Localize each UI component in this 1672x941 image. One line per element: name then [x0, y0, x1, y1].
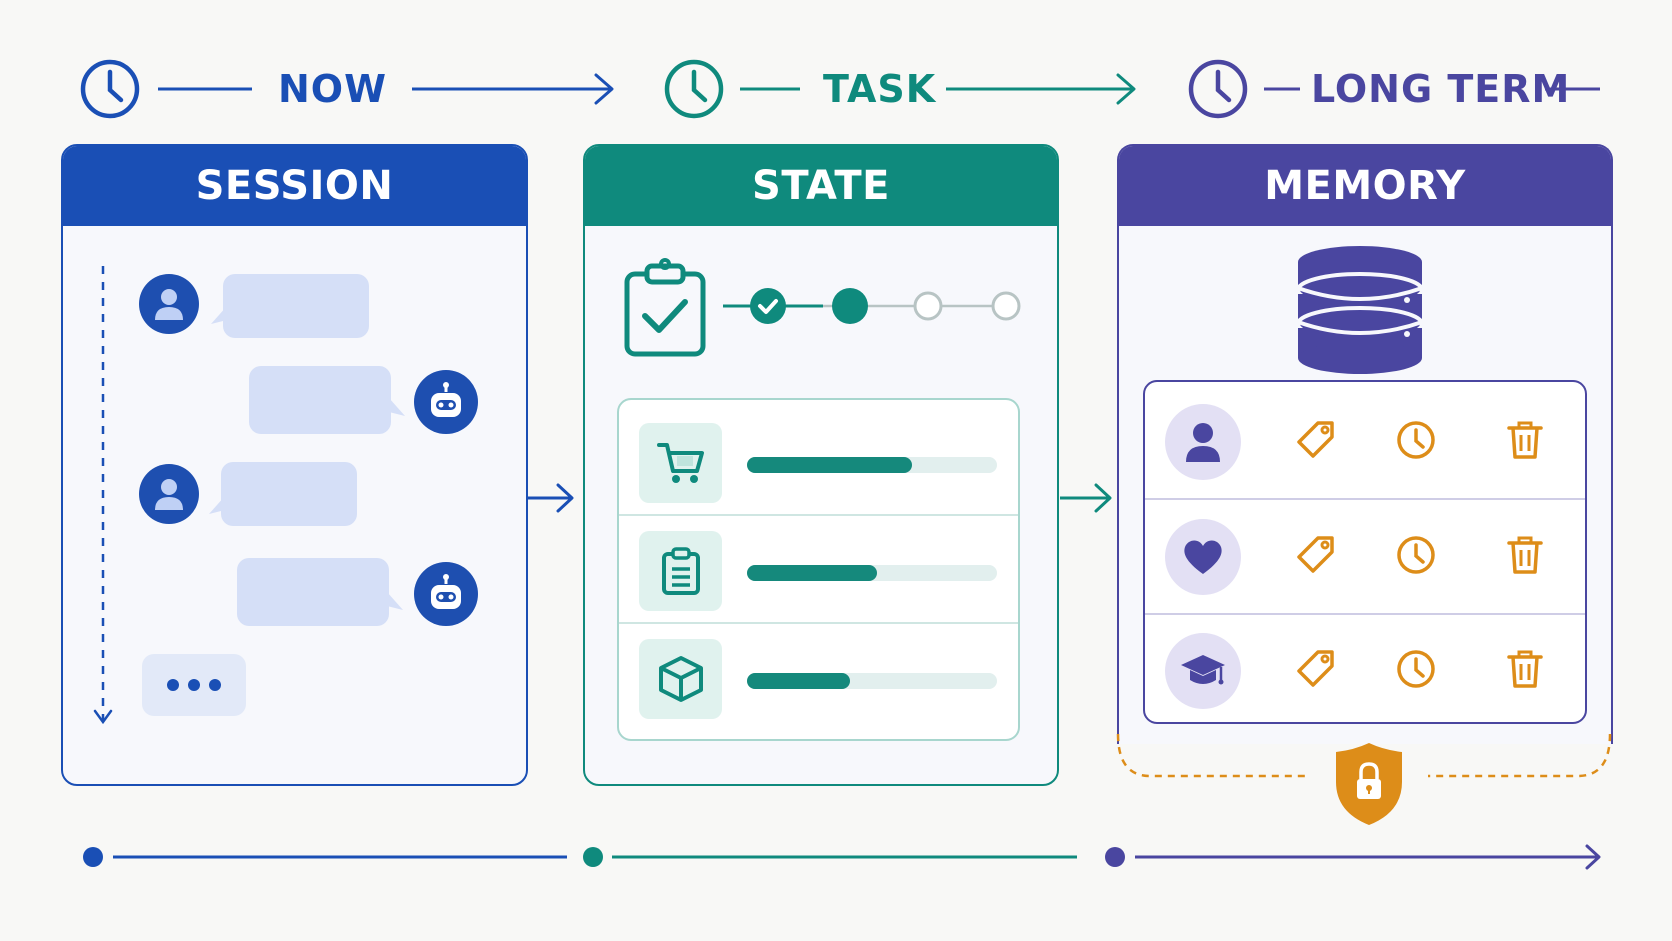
state-progress-track	[747, 673, 997, 689]
box-icon	[658, 656, 703, 702]
typing-indicator	[142, 654, 246, 716]
session-title: SESSION	[63, 146, 526, 226]
step-done	[750, 288, 786, 324]
typing-dot	[167, 679, 179, 691]
step-pending	[991, 291, 1021, 321]
trash-icon[interactable]	[1505, 535, 1545, 575]
memory-row	[1145, 497, 1585, 612]
arrow-head-icon	[1116, 73, 1136, 105]
row-divider	[619, 514, 1018, 516]
state-progress-track	[747, 565, 997, 581]
state-item-icon-box	[639, 423, 722, 503]
session-to-state-arrow	[528, 483, 574, 513]
tag-icon[interactable]	[1296, 535, 1336, 575]
timeline-node	[1105, 847, 1125, 867]
bubble-tail	[209, 496, 225, 514]
state-item-icon-box	[639, 531, 722, 611]
robot-icon	[431, 382, 461, 417]
state-title: STATE	[585, 146, 1057, 226]
user-message-bubble	[223, 274, 369, 338]
graduation-cap-icon	[1181, 655, 1225, 685]
clock-icon	[1188, 59, 1248, 119]
timeline-node	[83, 847, 103, 867]
bottom-timeline	[83, 844, 1601, 870]
memory-avatar	[1165, 519, 1241, 595]
bot-avatar	[414, 370, 478, 434]
user-icon	[155, 479, 183, 510]
long-term-label: LONG TERM	[1311, 67, 1571, 111]
state-items-card	[617, 398, 1020, 741]
state-item-row	[619, 616, 1018, 723]
now-label: NOW	[278, 67, 388, 111]
state-to-memory-arrow	[1060, 483, 1112, 513]
memory-secure-boundary	[1116, 733, 1612, 825]
bot-message-bubble	[249, 366, 391, 434]
trash-icon[interactable]	[1505, 649, 1545, 689]
row-divider	[619, 622, 1018, 624]
session-flow-arrow	[93, 266, 113, 725]
trash-icon[interactable]	[1505, 420, 1545, 460]
clipboard-list-icon	[661, 547, 700, 595]
clock-icon	[664, 59, 724, 119]
clock-icon[interactable]	[1396, 420, 1436, 460]
step-pending	[913, 291, 943, 321]
clock-icon[interactable]	[1396, 649, 1436, 689]
bot-avatar	[414, 562, 478, 626]
memory-row	[1145, 611, 1585, 722]
typing-dot	[188, 679, 200, 691]
state-item-icon-box	[639, 639, 722, 719]
shopping-cart-icon	[656, 443, 704, 483]
state-panel: STATE	[583, 144, 1059, 786]
state-progress-fill	[747, 673, 850, 689]
user-message-bubble	[221, 462, 357, 526]
step-current	[832, 288, 868, 324]
typing-dot	[209, 679, 221, 691]
robot-icon	[431, 574, 461, 609]
timeline-node	[583, 847, 603, 867]
row-divider	[1145, 613, 1585, 615]
clipboard-check-icon	[624, 258, 706, 357]
tag-icon[interactable]	[1296, 649, 1336, 689]
heart-icon	[1184, 540, 1222, 574]
user-icon	[155, 289, 183, 320]
state-progress-fill	[747, 565, 877, 581]
database-icon	[1296, 246, 1424, 374]
bubble-tail	[211, 306, 227, 324]
user-avatar	[139, 464, 199, 524]
user-icon	[1186, 423, 1220, 462]
memory-avatar	[1165, 404, 1241, 480]
lock-shield-icon	[1336, 743, 1402, 825]
arrow-head-icon	[1585, 844, 1601, 870]
state-item-row	[619, 400, 1018, 507]
task-label: TASK	[823, 67, 937, 111]
memory-list-card	[1143, 380, 1587, 724]
bubble-tail	[389, 398, 405, 416]
progress-stepper	[723, 288, 1021, 324]
clock-icon	[80, 59, 140, 119]
arrow-head-icon	[594, 73, 614, 105]
memory-row	[1145, 382, 1585, 497]
memory-title: MEMORY	[1119, 146, 1611, 226]
row-divider	[1145, 498, 1585, 500]
bubble-tail	[387, 592, 403, 610]
clock-icon[interactable]	[1396, 535, 1436, 575]
session-panel: SESSION	[61, 144, 528, 786]
state-progress-fill	[747, 457, 912, 473]
state-progress-track	[747, 457, 997, 473]
memory-avatar	[1165, 633, 1241, 709]
user-avatar	[139, 274, 199, 334]
state-item-row	[619, 508, 1018, 615]
memory-panel: MEMORY	[1117, 144, 1613, 744]
top-timeline	[80, 59, 1600, 119]
bot-message-bubble	[237, 558, 389, 626]
tag-icon[interactable]	[1296, 420, 1336, 460]
